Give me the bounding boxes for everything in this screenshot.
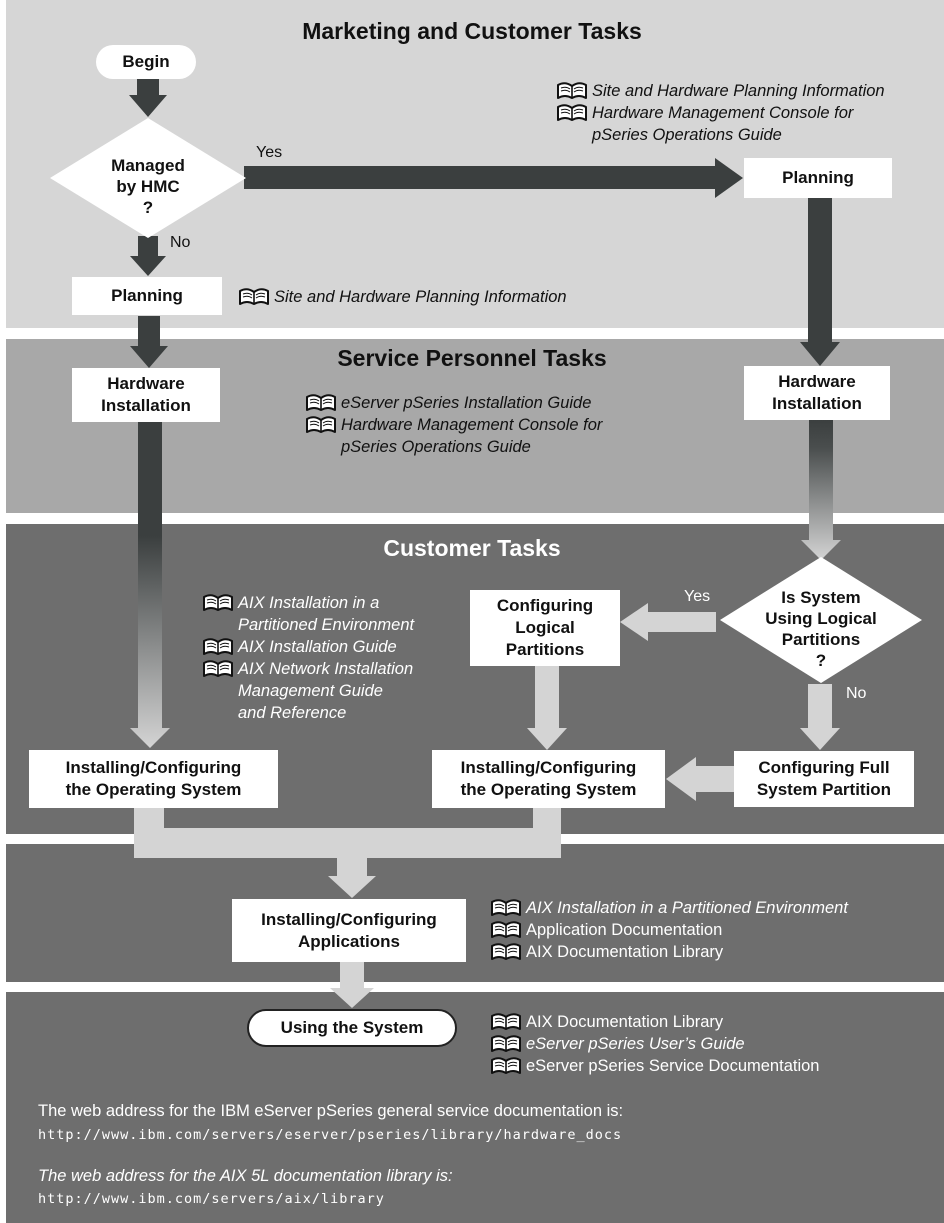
ref-item: AIX Installation Guide: [202, 636, 462, 658]
book-icon: [490, 919, 526, 941]
lpar-decision-text: Is System Using Logical Partitions ?: [765, 588, 877, 670]
ref-item: Hardware Management Console for: [305, 414, 665, 436]
planning-left-box: Planning: [72, 277, 222, 315]
hmc-decision-text: Managed by HMC ?: [111, 156, 185, 217]
arrow-planning-to-hw-left: [130, 316, 168, 368]
hmc-yes-label: Yes: [256, 144, 283, 161]
hw-install-right-box: Hardware Installation: [744, 366, 890, 420]
arrow-begin-to-hmc: [129, 78, 167, 117]
install-os-left-box: Installing/Configuring the Operating Sys…: [29, 750, 278, 808]
ref-item: Site and Hardware Planning Information: [238, 286, 638, 308]
book-icon: [490, 897, 526, 919]
arrow-full-to-os-mid: [666, 757, 734, 801]
book-icon: [490, 1055, 526, 1077]
config-full-box: Configuring Full System Partition: [734, 751, 914, 807]
book-icon: [490, 941, 526, 963]
lpar-yes-label: Yes: [684, 588, 711, 605]
ref-item: AIX Network Installation: [202, 658, 462, 680]
book-icon: [490, 1033, 526, 1055]
service-docs-label: The web address for the IBM eServer pSer…: [38, 1102, 624, 1120]
book-icon: [490, 1011, 526, 1033]
ref-item: AIX Documentation Library: [490, 941, 930, 963]
arrow-lpar-yes: [620, 603, 716, 641]
hw-install-left-box: Hardware Installation: [72, 368, 220, 422]
config-lpar-box: Configuring Logical Partitions: [470, 590, 620, 666]
book-icon: [305, 392, 341, 414]
ref-item: eServer pSeries User’s Guide: [490, 1033, 930, 1055]
refs-marketing-left: Site and Hardware Planning Information: [238, 286, 638, 308]
book-icon: [305, 414, 341, 436]
install-os-mid-box: Installing/Configuring the Operating Sys…: [432, 750, 665, 808]
ref-item: Management Guide: [238, 682, 383, 700]
book-icon: [202, 592, 238, 614]
section-title-customer: Customer Tasks: [383, 535, 561, 561]
ref-item: Hardware Management Console for: [556, 102, 944, 124]
aix-library-url[interactable]: http://www.ibm.com/servers/aix/library: [38, 1191, 385, 1207]
section-title-marketing: Marketing and Customer Tasks: [302, 18, 642, 44]
refs-marketing-right: Site and Hardware Planning Information H…: [556, 80, 944, 146]
service-docs-url[interactable]: http://www.ibm.com/servers/eserver/pseri…: [38, 1127, 623, 1143]
apps-band: [6, 844, 944, 982]
arrow-lpar-to-os-mid: [527, 666, 567, 750]
planning-right-box: Planning: [744, 158, 892, 198]
ref-item: AIX Installation in a Partitioned Enviro…: [490, 897, 930, 919]
book-icon: [202, 636, 238, 658]
ref-item: eServer pSeries Service Documentation: [490, 1055, 930, 1077]
arrow-apps-to-using: [330, 962, 374, 1008]
using-band: [6, 992, 944, 1223]
arrow-hw-to-lpar-decision: [801, 420, 841, 560]
ref-item: AIX Documentation Library: [490, 1011, 930, 1033]
arrow-hw-to-os-left: [130, 422, 170, 748]
begin-node: Begin: [96, 45, 196, 79]
aix-library-label: The web address for the AIX 5L documenta…: [38, 1167, 453, 1185]
arrow-hmc-yes: [244, 158, 743, 198]
refs-customer: AIX Installation in a Partitioned Enviro…: [202, 592, 462, 724]
ref-item: pSeries Operations Guide: [592, 126, 782, 144]
book-icon: [202, 658, 238, 680]
arrow-merge-to-apps: [134, 808, 561, 898]
arrow-planning-to-hw-right: [800, 197, 840, 366]
ref-item: eServer pSeries Installation Guide: [305, 392, 665, 414]
ref-item: Partitioned Environment: [238, 616, 415, 634]
ref-item: AIX Installation in a: [202, 592, 462, 614]
book-icon: [556, 102, 592, 124]
section-title-service: Service Personnel Tasks: [337, 345, 607, 371]
book-icon: [238, 286, 274, 308]
using-system-node: Using the System: [247, 1009, 457, 1047]
refs-service: eServer pSeries Installation Guide Hardw…: [305, 392, 665, 458]
ref-item: Application Documentation: [490, 919, 930, 941]
begin-label: Begin: [122, 52, 170, 71]
refs-apps: AIX Installation in a Partitioned Enviro…: [490, 897, 930, 963]
hmc-no-label: No: [170, 234, 191, 251]
install-apps-box: Installing/Configuring Applications: [232, 899, 466, 962]
ref-item: pSeries Operations Guide: [341, 438, 531, 456]
book-icon: [556, 80, 592, 102]
ref-item: Site and Hardware Planning Information: [556, 80, 944, 102]
arrow-hmc-no: [130, 236, 166, 276]
ref-item: and Reference: [238, 704, 347, 722]
arrow-lpar-no: [800, 684, 840, 750]
refs-using: AIX Documentation Library eServer pSerie…: [490, 1011, 930, 1077]
lpar-no-label: No: [846, 685, 867, 702]
